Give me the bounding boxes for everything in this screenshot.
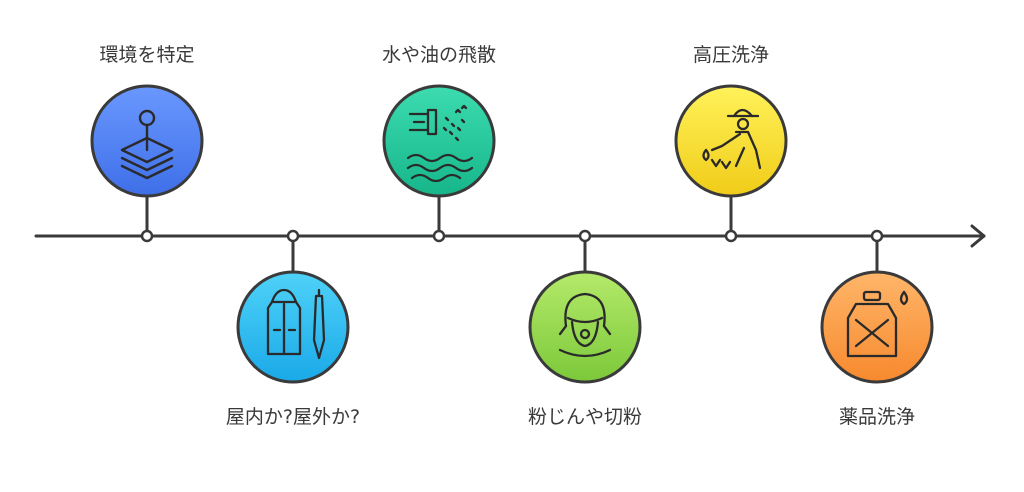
timeline-node <box>870 229 884 243</box>
timeline-step-2 <box>236 229 350 384</box>
chemical-container-icon <box>846 290 909 358</box>
step-circle <box>528 270 642 384</box>
layers-pin-icon <box>120 109 174 180</box>
dust-mask-icon <box>558 292 612 358</box>
step-label-4: 粉じんや切粉 <box>527 406 643 428</box>
timeline-node <box>578 229 592 243</box>
water-spray-icon <box>406 104 474 183</box>
timeline-step-3 <box>382 84 496 243</box>
timeline-step-6 <box>820 229 934 384</box>
step-label-2: 屋内か?屋外か? <box>225 406 361 428</box>
step-label-6: 薬品洗浄 <box>838 406 916 428</box>
timeline-node <box>432 229 446 243</box>
timeline-node <box>724 229 738 243</box>
step-circle <box>820 270 934 384</box>
step-label-1: 環境を特定 <box>99 44 195 66</box>
timeline-node <box>286 229 300 243</box>
timeline-step-5 <box>674 84 788 243</box>
timeline-node <box>140 229 154 243</box>
step-label-5: 高圧洗浄 <box>692 44 770 66</box>
timeline-step-1 <box>90 84 204 243</box>
step-circle <box>236 270 350 384</box>
timeline-arrowhead <box>970 224 986 248</box>
pressure-washer-worker-icon <box>702 108 762 170</box>
timeline-step-4 <box>528 229 642 384</box>
step-label-3: 水や油の飛散 <box>381 44 497 66</box>
raincoat-umbrella-icon <box>266 288 326 360</box>
